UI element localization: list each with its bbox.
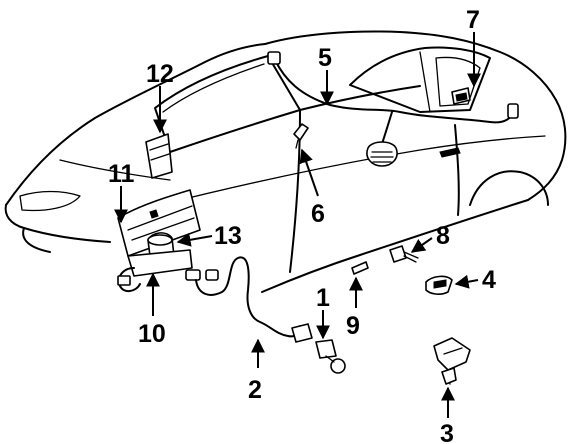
body-crease (159, 135, 546, 206)
callout-1: 1 (316, 284, 330, 312)
rear-wheel-arch (469, 170, 549, 206)
door-top-line (299, 85, 421, 111)
callout-2: 2 (248, 376, 262, 404)
callout-6: 6 (311, 200, 325, 228)
part-2-connector-top (185, 269, 201, 281)
door-rear-edge (454, 124, 460, 216)
side-window-divider (419, 51, 431, 113)
hood-seam (59, 159, 171, 181)
part-11-bracket-bolt (149, 209, 159, 219)
part-3-sensor-body (433, 337, 471, 371)
roof-harness-wire (274, 59, 515, 124)
car-hood-outline (5, 43, 266, 206)
part-4-bracket-slot (433, 279, 447, 289)
harness-grommet (366, 141, 398, 167)
car-roofline (264, 30, 557, 101)
leader-4 (454, 274, 479, 289)
callout-3: 3 (440, 420, 454, 444)
callout-labels: 1 2 3 4 5 6 7 8 9 10 11 12 13 (108, 6, 496, 444)
part-1-sensor (315, 339, 346, 374)
part-2-connector-mid (205, 269, 219, 281)
car-body (4, 30, 567, 293)
part-12-module (145, 133, 173, 179)
part-13-sensor-cap (147, 234, 173, 246)
leader-8 (410, 237, 433, 253)
roof-harness (267, 51, 519, 167)
door-handle (439, 147, 461, 158)
part-1-sensor-lead (325, 355, 335, 363)
callout-5: 5 (318, 44, 332, 72)
callout-8: 8 (436, 222, 450, 250)
part-6-sensor (293, 123, 309, 149)
part-2-harness (185, 256, 313, 343)
part-2-connector-end (291, 323, 313, 343)
leader-13 (176, 232, 213, 247)
part-10-connector (117, 275, 131, 286)
callout-12: 12 (146, 60, 174, 88)
car-rocker-outline (261, 199, 529, 293)
part-1-sensor-body (315, 339, 337, 359)
leader-lines (114, 32, 481, 418)
part-11-bracket (117, 189, 201, 257)
grommet-rings (370, 151, 394, 163)
part-10-mount-bracket (127, 249, 193, 277)
car-front-bumper (4, 204, 111, 243)
part-11-bracket-ribs (127, 205, 195, 241)
callout-11: 11 (108, 160, 135, 188)
part-8-connector-body (389, 245, 407, 263)
part-7-lamp-lens (455, 92, 468, 102)
part-8-connector-leads (403, 251, 419, 263)
callout-7: 7 (466, 6, 480, 34)
part-1-sensor-plug (330, 358, 346, 374)
callout-4: 4 (482, 266, 496, 294)
part-13-sensor-assembly (117, 232, 193, 292)
callout-9: 9 (346, 312, 360, 340)
part-3-sensor-tab (441, 367, 457, 385)
part-10-wire (118, 267, 141, 292)
roof-harness-connector-right (507, 103, 519, 119)
car-rear-outline (527, 99, 567, 201)
callout-13: 13 (214, 222, 242, 250)
roof-harness-connector-left (267, 51, 281, 65)
windshield-inner (162, 63, 265, 113)
part-6-sensor-lead (295, 139, 299, 149)
part-8-connector (389, 245, 419, 263)
callout-10: 10 (138, 320, 166, 348)
car-front-lower-edge (22, 227, 51, 253)
part-2-wire (195, 256, 301, 338)
part-9-clip-shape (351, 261, 369, 275)
windshield-outline (154, 55, 301, 153)
part-3-sensor (433, 337, 471, 385)
part-7-lamp (451, 87, 471, 105)
part-11-bracket-plate (117, 189, 201, 257)
side-window (349, 46, 491, 113)
part-4-bracket (425, 275, 453, 295)
part-12-module-detail (149, 143, 170, 161)
leader-6 (299, 148, 319, 197)
part-12-module-body (145, 133, 173, 179)
headlight (19, 190, 81, 212)
part-6-sensor-shape (293, 123, 309, 141)
part-9-clip (351, 261, 369, 275)
